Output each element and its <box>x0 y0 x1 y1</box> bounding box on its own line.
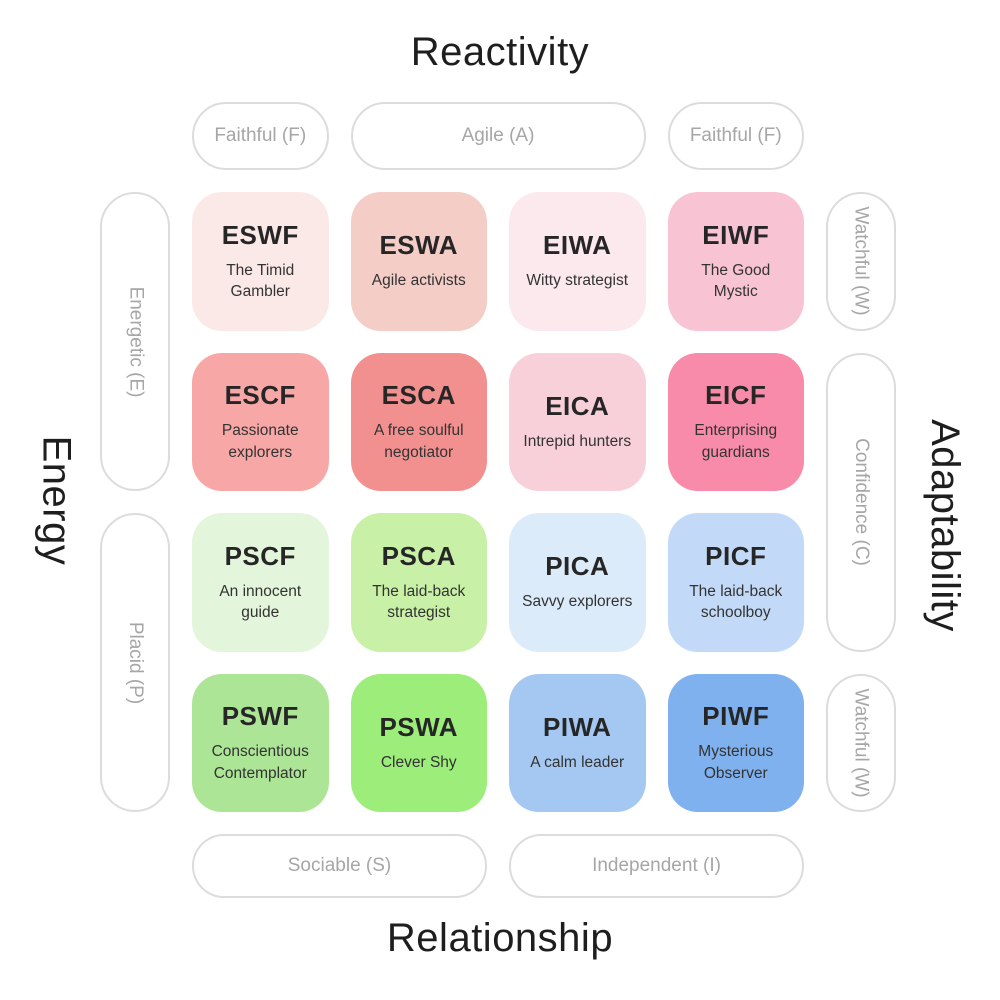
cell-picf-desc: The laid-back schoolboy <box>689 582 783 622</box>
axis-title-relationship: Relationship <box>386 916 614 960</box>
axis-title-energy-text: Energy <box>34 435 79 565</box>
cell-piwf: PIWF Mysterious Observer <box>667 673 804 812</box>
cell-pswa-desc: Clever Shy <box>380 753 457 771</box>
cell-esca-desc: A free soulful negotiator <box>373 422 464 461</box>
cell-eica-code: EICA <box>545 390 610 421</box>
cell-picf-code: PICF <box>705 540 767 571</box>
cell-pswa-code: PSWA <box>379 711 459 742</box>
cell-pica: PICA Savvy explorers <box>509 513 646 652</box>
axis-title-adaptability: Adaptability <box>904 0 984 1000</box>
cell-eswa-code: ESWA <box>379 230 459 261</box>
cell-eicf-desc: Enterprising guardians <box>694 422 778 461</box>
cell-esca-code: ESCA <box>381 380 456 411</box>
axis-pill-faithful-left: Faithful (F) <box>192 102 329 170</box>
cell-eiwa-desc: Witty strategist <box>526 272 629 290</box>
cell-piwa: PIWA A calm leader <box>509 673 646 812</box>
cell-pscf: PSCF An innocent guide <box>192 513 329 652</box>
cell-eswf: ESWF The Timid Gambler <box>192 192 329 331</box>
cell-eswf-desc: The Timid Gambler <box>226 261 295 301</box>
cell-eswa-desc: Agile activists <box>371 272 466 290</box>
axis-title-reactivity: Reactivity <box>410 30 590 74</box>
cell-eswf-code: ESWF <box>221 219 299 250</box>
axis-pill-agile-label: Agile (A) <box>461 125 535 146</box>
axis-title-adaptability-text: Adaptability <box>922 418 967 632</box>
cell-eswa: ESWA Agile activists <box>350 192 487 331</box>
axis-pill-watchful-top-label: Watchful (W) <box>851 206 873 316</box>
axis-pill-watchful-bottom: Watchful (W) <box>826 673 896 812</box>
axis-pill-faithful-right: Faithful (F) <box>667 102 804 170</box>
cell-pscf-code: PSCF <box>224 540 296 571</box>
axis-pill-energetic-label: Energetic (E) <box>125 286 146 397</box>
axis-pill-placid-label: Placid (P) <box>125 621 147 704</box>
cell-eiwf: EIWF The Good Mystic <box>667 192 804 331</box>
axis-pill-watchful-top: Watchful (W) <box>826 192 896 331</box>
cell-piwa-desc: A calm leader <box>530 753 625 771</box>
cell-eiwa: EIWA Witty strategist <box>509 192 646 331</box>
cell-pscf-desc: An innocent guide <box>219 582 302 622</box>
cell-esca: ESCA A free soulful negotiator <box>350 352 487 491</box>
cell-piwa-code: PIWA <box>543 711 612 742</box>
cell-pica-code: PICA <box>545 551 610 582</box>
axis-pill-independent: Independent (I) <box>509 834 804 898</box>
cell-eiwf-desc: The Good Mystic <box>701 261 771 301</box>
axis-pill-watchful-bottom-label: Watchful (W) <box>851 688 873 798</box>
axis-pill-independent-label: Independent (I) <box>592 855 721 876</box>
cell-pica-desc: Savvy explorers <box>522 593 633 611</box>
cell-picf: PICF The laid-back schoolboy <box>667 513 804 652</box>
axis-pill-confidence: Confidence (C) <box>826 352 896 652</box>
axis-pill-energetic: Energetic (E) <box>100 192 170 491</box>
matrix-grid: Faithful (F) Agile (A) Faithful (F) Ener… <box>100 102 896 898</box>
cell-pswf: PSWF Conscientious Contemplator <box>192 673 329 812</box>
axis-pill-placid: Placid (P) <box>100 513 170 812</box>
axis-pill-sociable-label: Sociable (S) <box>287 855 392 876</box>
cell-eiwf-code: EIWF <box>702 219 770 250</box>
axis-title-energy: Energy <box>16 0 96 1000</box>
cell-eica: EICA Intrepid hunters <box>509 352 646 491</box>
axis-pill-sociable: Sociable (S) <box>192 834 487 898</box>
cell-psca-code: PSCA <box>381 540 456 571</box>
cell-pswf-desc: Conscientious Contemplator <box>211 743 309 782</box>
axis-pill-faithful-right-label: Faithful (F) <box>689 125 782 146</box>
cell-eica-desc: Intrepid hunters <box>523 432 632 450</box>
cell-psca: PSCA The laid-back strategist <box>350 513 487 652</box>
cell-pswf-code: PSWF <box>221 701 299 732</box>
axis-pill-confidence-label: Confidence (C) <box>851 438 872 566</box>
cell-escf: ESCF Passionate explorers <box>192 352 329 491</box>
cell-pswa: PSWA Clever Shy <box>350 673 487 812</box>
cell-piwf-desc: Mysterious Observer <box>698 743 774 782</box>
axis-pill-agile: Agile (A) <box>350 102 646 170</box>
cell-piwf-code: PIWF <box>702 701 770 732</box>
cell-eiwa-code: EIWA <box>543 230 612 261</box>
cell-eicf-code: EICF <box>705 380 767 411</box>
cell-escf-code: ESCF <box>224 380 296 411</box>
cell-psca-desc: The laid-back strategist <box>372 582 466 622</box>
axis-pill-faithful-left-label: Faithful (F) <box>214 125 307 146</box>
cell-eicf: EICF Enterprising guardians <box>667 352 804 491</box>
cell-escf-desc: Passionate explorers <box>221 422 299 461</box>
